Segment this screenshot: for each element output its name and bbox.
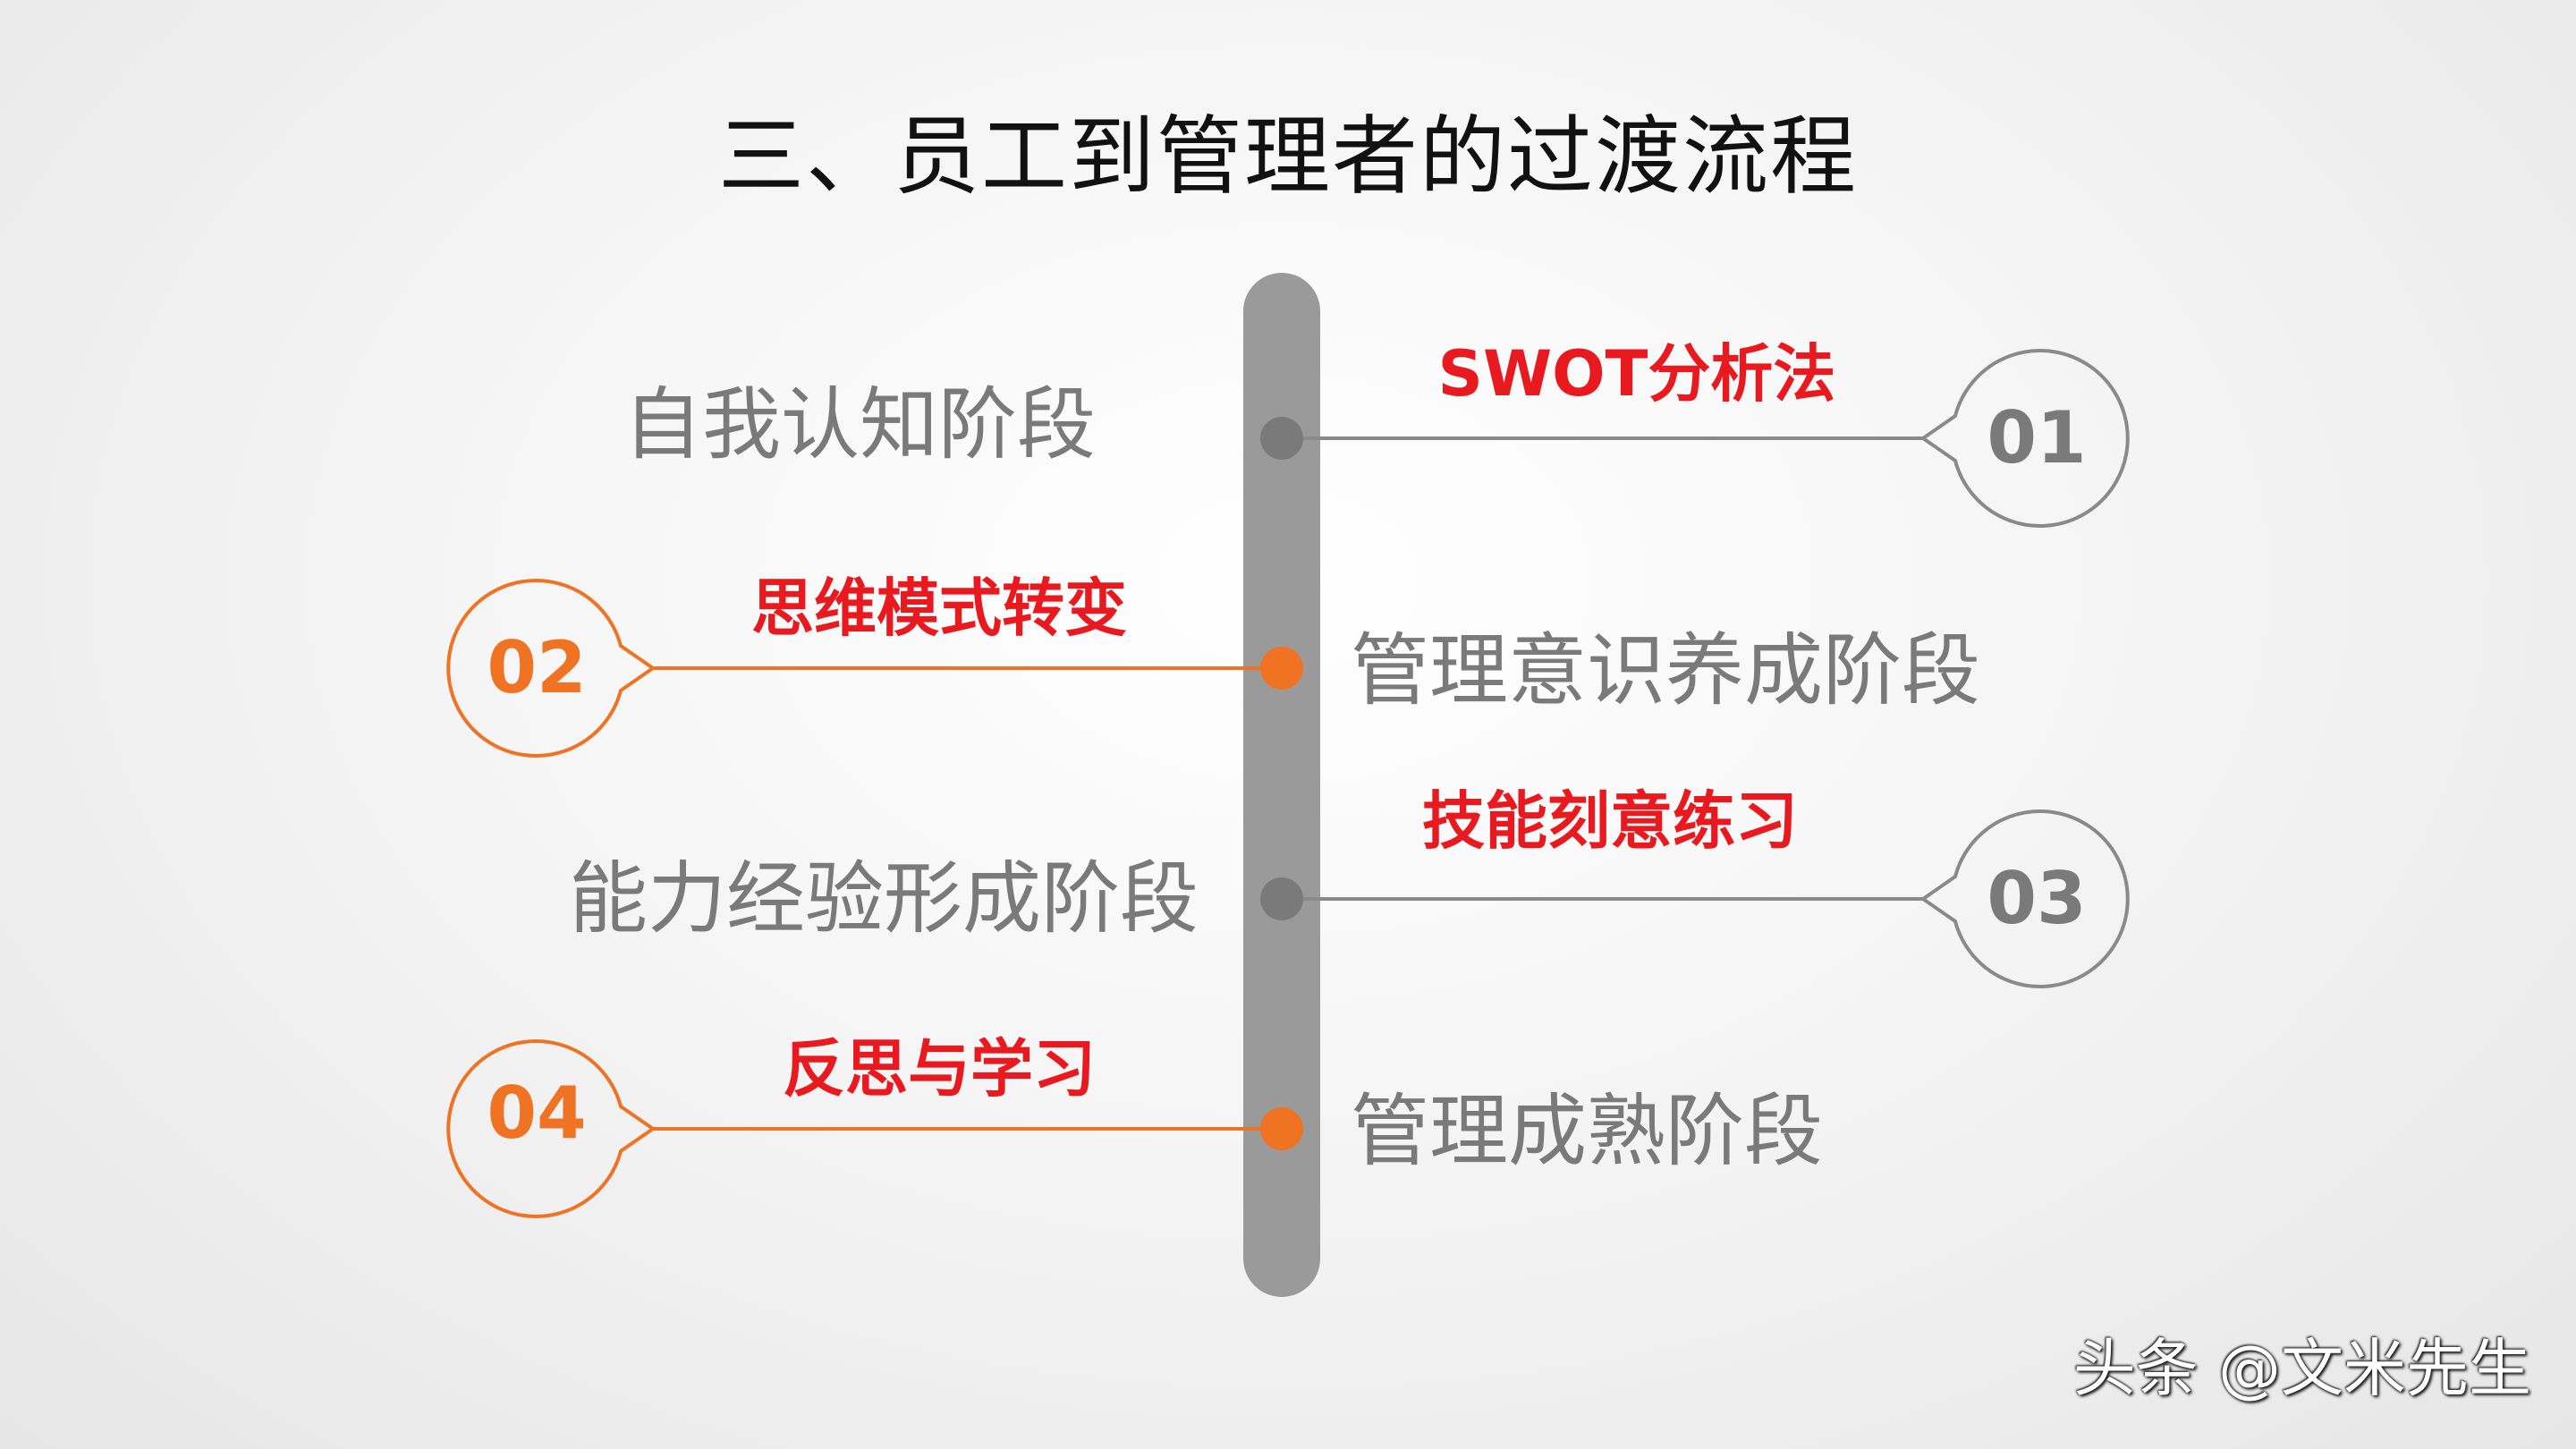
step-03-bubble [1919, 809, 2130, 988]
step-01-number: 01 [1987, 396, 2087, 479]
step-03-method-label: 技能刻意练习 [1422, 784, 1798, 858]
step-02-dot [1260, 647, 1303, 690]
step-04-number: 04 [487, 1072, 587, 1155]
step-04-stage-label: 管理成熟阶段 [1351, 1085, 1824, 1177]
step-04-bubble [446, 1039, 657, 1218]
step-04-dot [1260, 1107, 1303, 1150]
step-03-connector [1260, 809, 2130, 988]
step-01-stage-label: 自我认知阶段 [623, 378, 1096, 470]
step-02-stage-label: 管理意识养成阶段 [1351, 624, 1981, 716]
step-01-bubble [1919, 349, 2130, 528]
step-02-connector [446, 579, 1303, 758]
step-03-dot [1260, 877, 1303, 920]
slide-title: 三、员工到管理者的过渡流程 [718, 106, 1858, 207]
watermark: 头条 @文米先生 [2072, 1332, 2531, 1405]
step-04-connector [446, 1039, 1303, 1218]
step-04-method-label: 反思与学习 [783, 1032, 1096, 1106]
step-02-method-label: 思维模式转变 [751, 572, 1127, 645]
step-01-connector [1260, 349, 2130, 528]
step-01-dot [1260, 417, 1303, 460]
step-03-number: 03 [1987, 857, 2087, 940]
step-02-bubble [446, 579, 657, 758]
step-02-number: 02 [487, 626, 587, 709]
step-01-method-label: SWOT分析法 [1437, 337, 1836, 411]
step-03-stage-label: 能力经验形成阶段 [568, 852, 1199, 945]
